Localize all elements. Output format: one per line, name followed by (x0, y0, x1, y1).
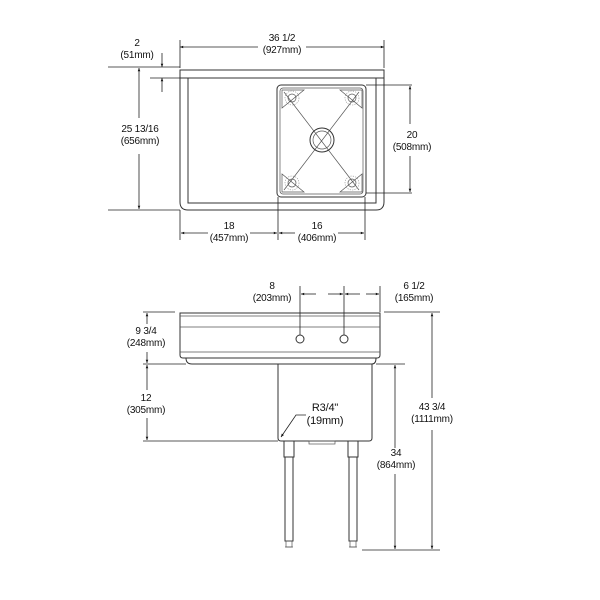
dim-overall-width-metric: (927mm) (262, 45, 302, 56)
dim-bowl-height-metric: (305mm) (126, 405, 166, 416)
leg-right (347, 440, 359, 548)
front-view (143, 286, 440, 551)
dim-drainboard-width-metric: (457mm) (209, 233, 249, 244)
dim-overall-width: 36 1/2 (927mm) (254, 33, 310, 57)
dim-bowl-width: 16 (406mm) (293, 221, 341, 245)
dim-backsplash-height-metric: (248mm) (126, 338, 166, 349)
leg-left (283, 440, 295, 548)
top-view (108, 40, 412, 240)
dim-rim-height-imperial: 34 (390, 448, 402, 459)
dim-faucet-spacing-metric: (203mm) (252, 293, 292, 304)
dim-rim-height-metric: (864mm) (376, 460, 416, 471)
dim-drainboard-width-imperial: 18 (223, 221, 235, 232)
dim-corner-radius-metric: (19mm) (306, 415, 344, 427)
dim-faucet-spacing-imperial: 8 (269, 281, 275, 292)
dim-overall-depth-metric: (656mm) (120, 136, 160, 147)
dim-overall-height-metric: (1111mm) (411, 414, 453, 425)
dim-corner-radius-imperial: R3/4" (311, 402, 339, 414)
dim-bowl-width-imperial: 16 (311, 221, 323, 232)
dim-drainboard-width: 18 (457mm) (205, 221, 253, 245)
dim-bowl-depth-metric: (508mm) (392, 142, 432, 153)
dim-overall-width-imperial: 36 1/2 (268, 33, 296, 44)
dim-rim-height: 34 (864mm) (372, 448, 420, 472)
dim-backsplash-height-imperial: 9 3/4 (135, 326, 157, 337)
dim-faucet-offset: 6 1/2 (165mm) (390, 281, 438, 305)
dim-overall-height-imperial: 43 3/4 (418, 402, 446, 413)
dim-bowl-height: 12 (305mm) (122, 393, 170, 417)
dim-faucet-offset-metric: (165mm) (394, 293, 434, 304)
dim-overall-height: 43 3/4 (1111mm) (407, 402, 457, 426)
corner-fitting-tr (339, 89, 363, 109)
dim-corner-radius: R3/4" (19mm) (300, 402, 350, 428)
dim-faucet-spacing: 8 (203mm) (248, 281, 296, 305)
dim-backsplash-depth-metric: (51mm) (120, 50, 154, 61)
corner-fitting-bl (281, 173, 305, 193)
dim-faucet-offset-imperial: 6 1/2 (403, 281, 425, 292)
corner-fitting-tl (281, 89, 305, 109)
dim-bowl-width-metric: (406mm) (297, 233, 337, 244)
dim-bowl-height-imperial: 12 (140, 393, 152, 404)
dim-backsplash-height: 9 3/4 (248mm) (122, 326, 170, 350)
corner-fitting-br (339, 173, 363, 193)
dim-overall-depth-imperial: 25 13/16 (121, 124, 159, 135)
dim-bowl-depth: 20 (508mm) (388, 130, 436, 154)
dim-overall-depth: 25 13/16 (656mm) (114, 124, 166, 148)
dim-backsplash-depth-imperial: 2 (134, 38, 140, 49)
dim-backsplash-depth: 2 (51mm) (117, 38, 157, 62)
dim-bowl-depth-imperial: 20 (406, 130, 418, 141)
